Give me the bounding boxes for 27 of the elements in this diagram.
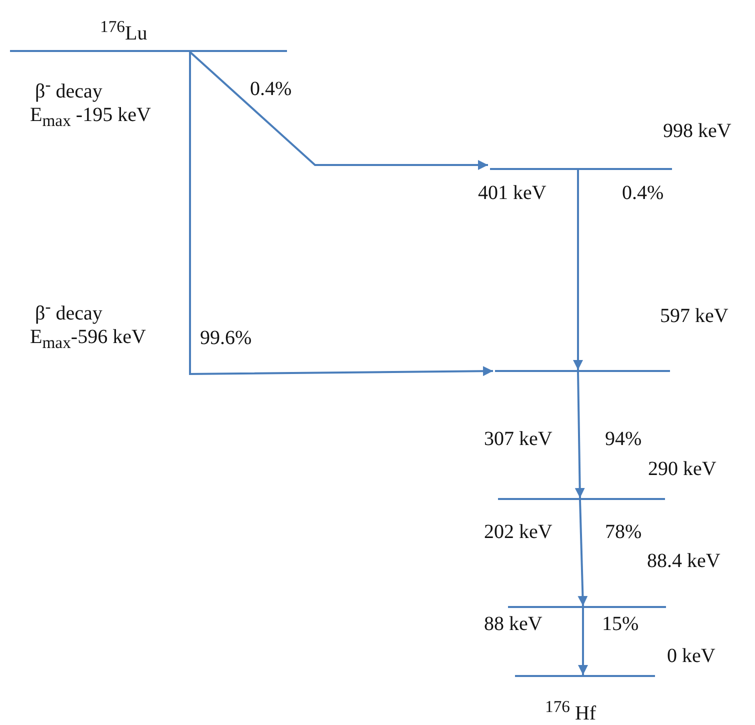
intensity: 15%	[602, 613, 639, 635]
energy-level-line	[10, 50, 287, 52]
intensity: 78%	[605, 521, 642, 543]
energy-label: 290 keV	[648, 458, 716, 480]
energy-label: 998 keV	[663, 120, 732, 142]
decay-arrow	[578, 500, 588, 606]
energy-level-line	[515, 675, 655, 677]
max-energy: E$_{max}$-596 keV	[30, 326, 146, 352]
intensity: 0.4%	[622, 182, 664, 204]
nuclide-label: $^{176}$Lu	[100, 18, 148, 45]
energy-label: 597 keV	[660, 305, 728, 327]
max-energy: E$_{max}$ -195 keV	[30, 104, 151, 130]
intensity: 94%	[605, 428, 642, 450]
energy-label: 88.4 keV	[647, 550, 720, 572]
decay-type: β$^{-}$ decay	[35, 298, 102, 325]
energy-label: 0 keV	[667, 645, 716, 667]
energy-level-line	[495, 370, 670, 372]
decay-arrow	[578, 608, 588, 675]
decay-arrow	[189, 51, 488, 170]
energy-level-line	[508, 606, 666, 608]
decay-arrow	[189, 52, 493, 376]
decay-arrow	[574, 372, 585, 498]
energy-level-line	[490, 168, 672, 170]
energy-level-line	[498, 498, 665, 500]
decay-arrow	[573, 170, 583, 370]
nuclide-label: $^{176}$ Hf	[545, 698, 596, 725]
decay-type: β$^{-}$ decay	[35, 76, 102, 103]
